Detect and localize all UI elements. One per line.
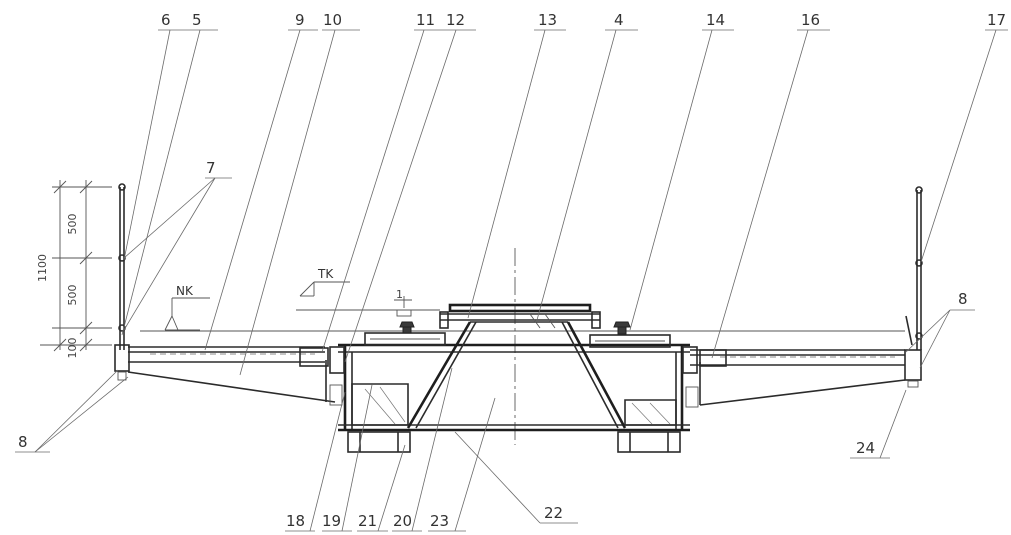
callout-6: 6 [161, 11, 171, 29]
level-mark-tk [296, 281, 440, 311]
callout-10: 10 [323, 11, 342, 29]
callout-17: 17 [987, 11, 1006, 29]
lower-gussets [351, 383, 677, 426]
right-walkway [690, 349, 906, 406]
callout-8-right: 8 [958, 290, 968, 308]
callout-24: 24 [856, 439, 875, 457]
callout-13: 13 [538, 11, 557, 29]
trapezoid-core [406, 321, 627, 429]
left-rail-bearing [364, 309, 446, 346]
nk-label: NK [176, 284, 194, 298]
left-railing [114, 183, 130, 381]
callout-16: 16 [801, 11, 820, 29]
tk-label: TK [317, 267, 334, 281]
leader-lines [15, 29, 1008, 532]
dimension-chain [40, 180, 112, 352]
right-railing [904, 186, 923, 388]
callout-18: 18 [286, 512, 305, 530]
top-deck-plate [439, 303, 601, 329]
right-rail-bearing [589, 321, 671, 348]
section-1-label: 1 [396, 288, 403, 301]
callout-7: 7 [206, 159, 216, 177]
callout-5: 5 [192, 11, 202, 29]
bottom-pads [347, 431, 681, 453]
callout-20: 20 [393, 512, 412, 530]
callout-23: 23 [430, 512, 449, 530]
callout-8-left: 8 [18, 433, 28, 451]
callout-19: 19 [322, 512, 341, 530]
callout-21: 21 [358, 512, 377, 530]
callout-4: 4 [614, 11, 624, 29]
left-walkway [127, 346, 336, 403]
callout-9: 9 [295, 11, 305, 29]
box-girder [329, 343, 699, 432]
dimension-middle: 500 [66, 285, 79, 306]
callout-11: 11 [416, 11, 435, 29]
dimension-lower: 100 [66, 338, 79, 359]
callout-14: 14 [706, 11, 725, 29]
callout-22: 22 [544, 504, 563, 522]
callout-12: 12 [446, 11, 465, 29]
dimension-upper: 500 [66, 214, 79, 235]
level-mark-nk [164, 297, 210, 331]
section-mark-1 [394, 296, 412, 308]
dimension-total: 1100 [36, 254, 49, 282]
